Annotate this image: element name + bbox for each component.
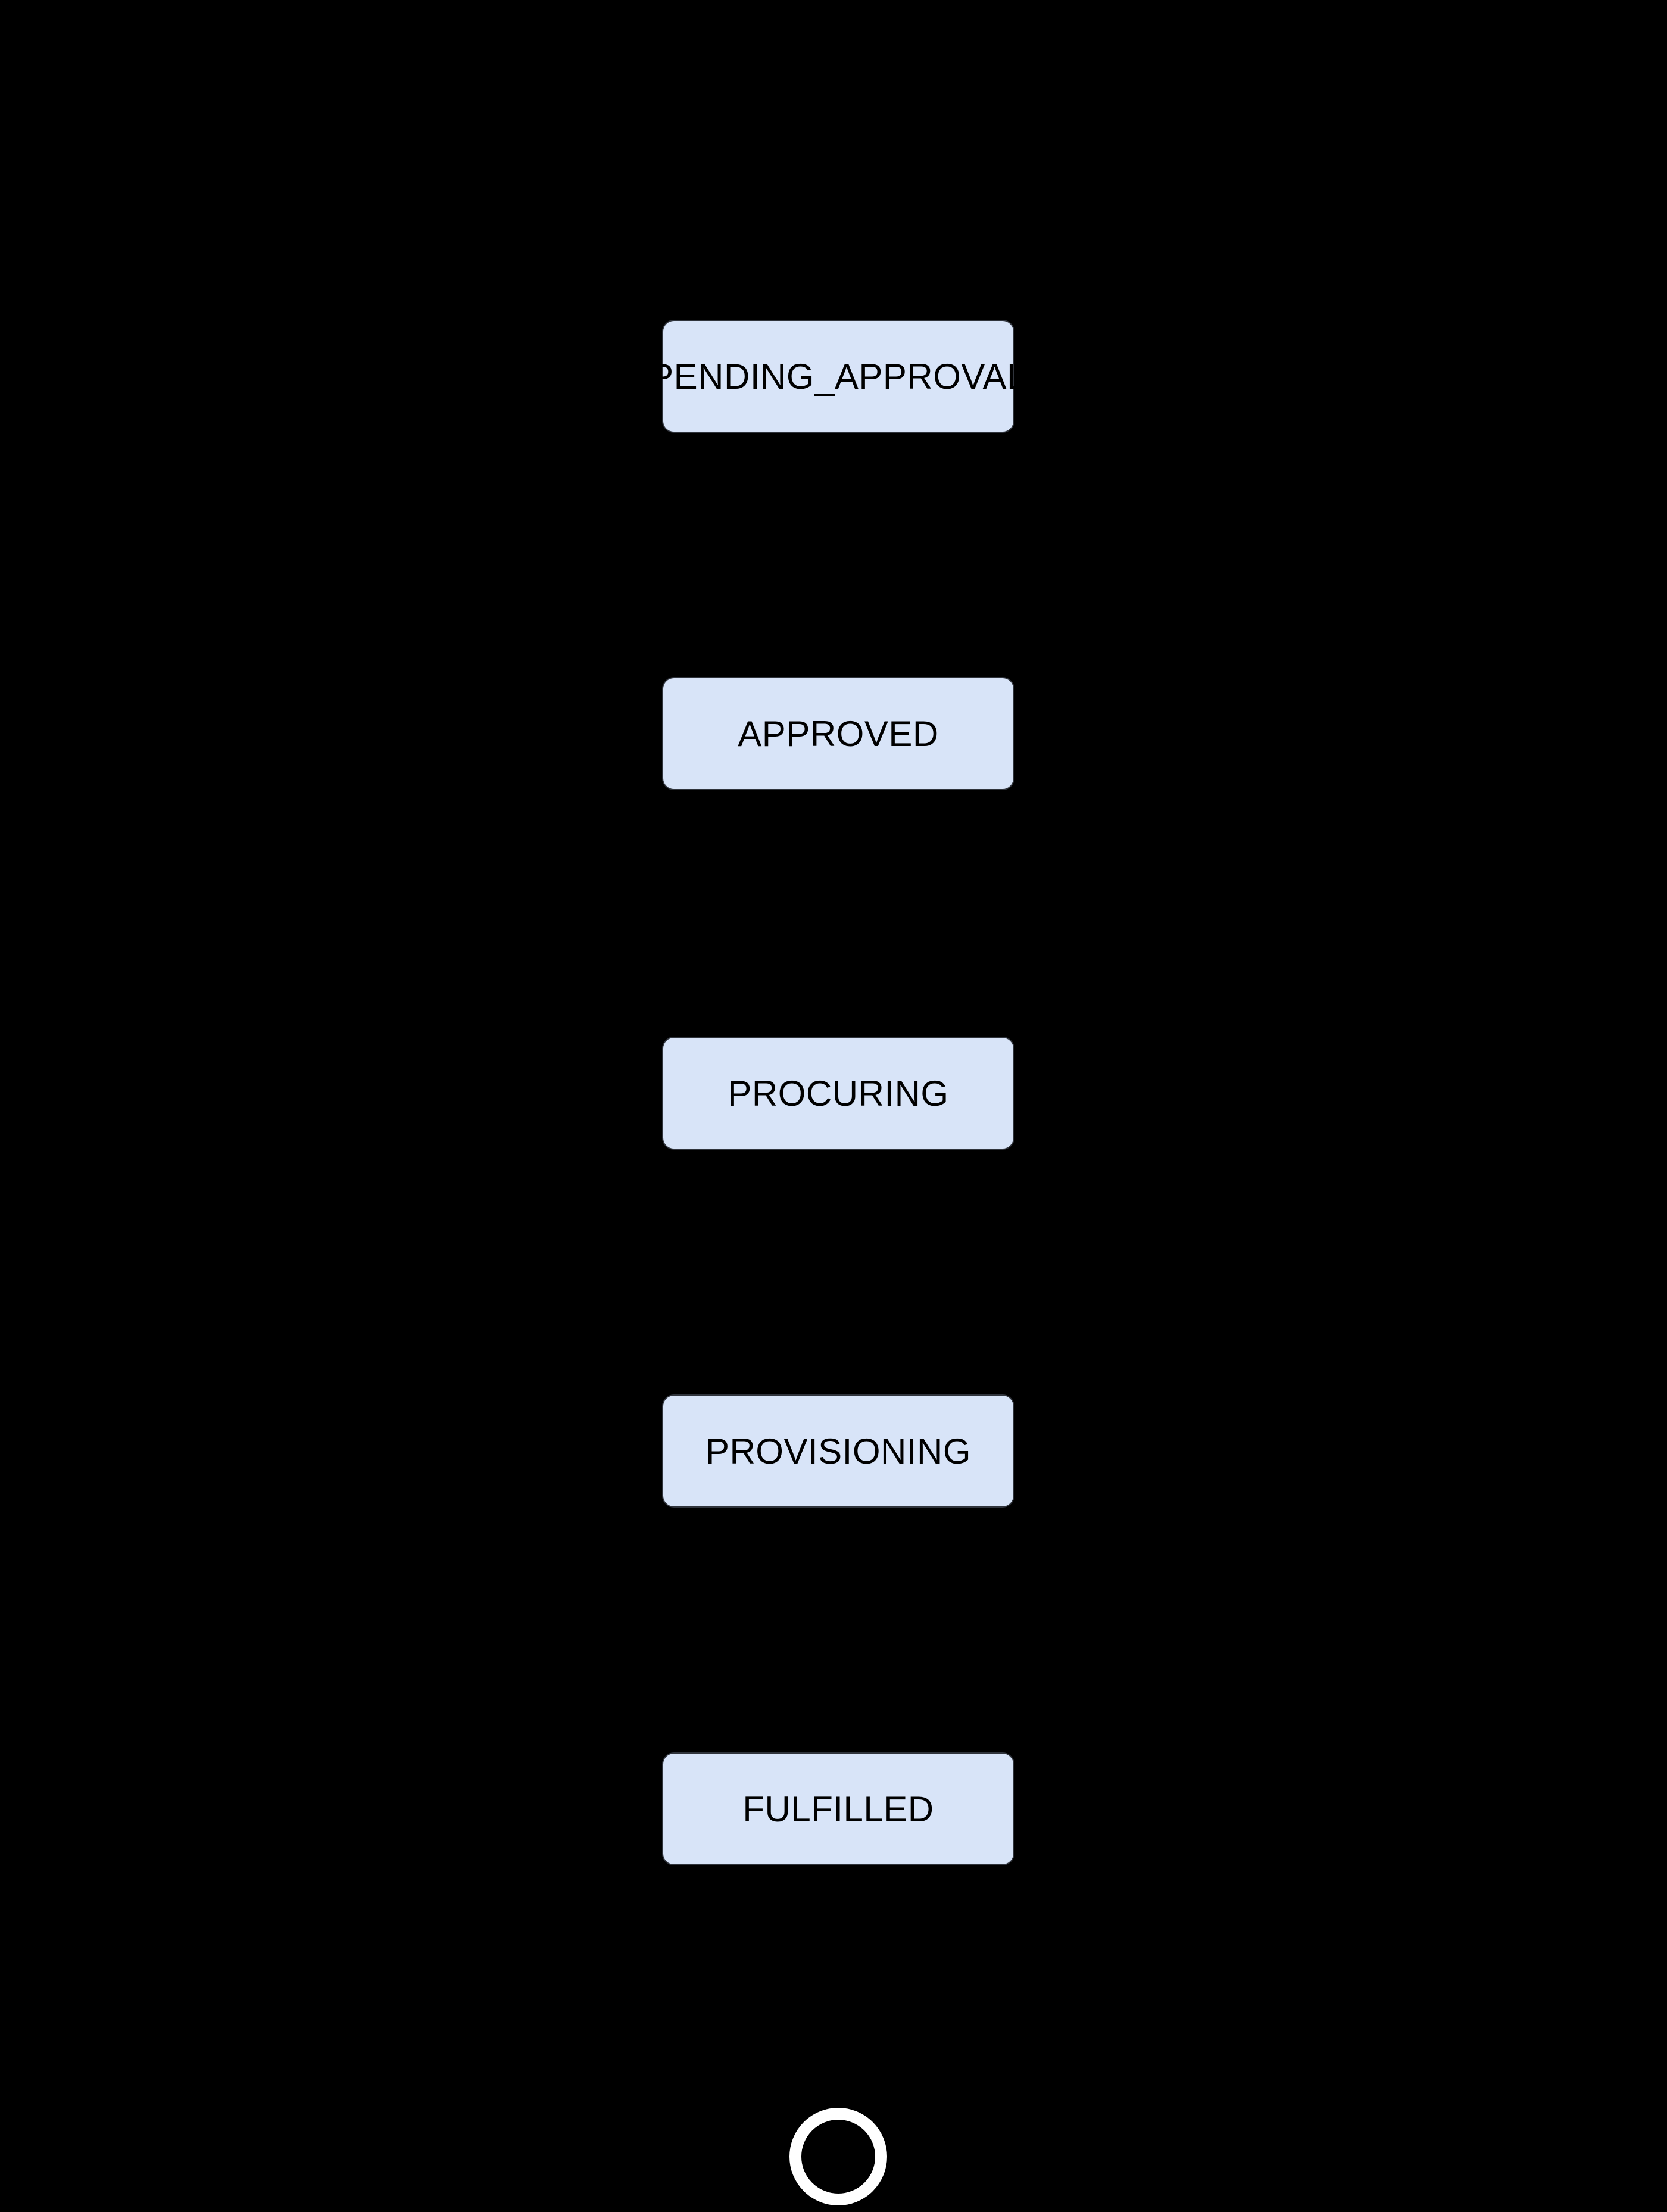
state-node-fulfilled: FULFILLED (662, 1752, 1014, 1865)
state-label: PENDING_APPROVAL (650, 356, 1027, 397)
state-node-procuring: PROCURING (662, 1037, 1014, 1150)
state-node-approved: APPROVED (662, 677, 1014, 790)
state-node-provisioning: PROVISIONING (662, 1394, 1014, 1508)
state-label: PROVISIONING (705, 1431, 972, 1471)
state-label: FULFILLED (742, 1789, 934, 1829)
end-state-ring-icon (789, 2108, 887, 2205)
state-node-pending-approval: PENDING_APPROVAL (650, 320, 1026, 433)
state-label: PROCURING (728, 1073, 949, 1113)
state-label: APPROVED (738, 713, 939, 754)
